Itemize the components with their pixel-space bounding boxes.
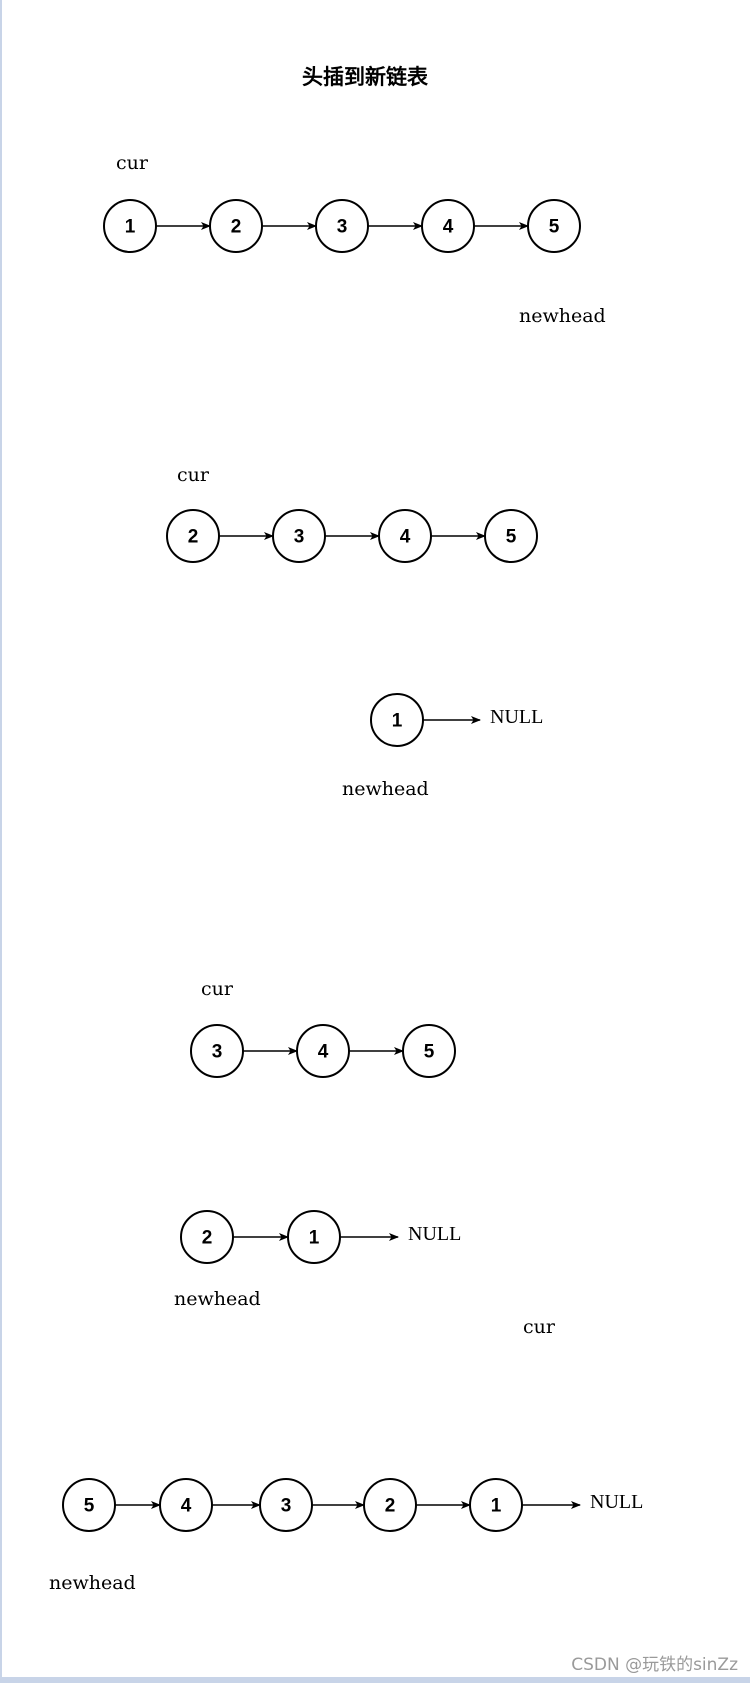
newhead-pointer-label: newhead (174, 1288, 261, 1310)
node-circle (62, 1478, 116, 1532)
list-node: 1 (287, 1210, 341, 1264)
list-node: 5 (402, 1024, 456, 1078)
list-node: 4 (378, 509, 432, 563)
node-circle (166, 509, 220, 563)
node-value: 4 (181, 1496, 192, 1517)
node-circle (363, 1478, 417, 1532)
list-node: 3 (272, 509, 326, 563)
list-node: 2 (166, 509, 220, 563)
node-circle (103, 199, 157, 253)
cur-pointer-label: cur (201, 978, 234, 1000)
node-value: 2 (188, 527, 199, 548)
node-circle (421, 199, 475, 253)
watermark: CSDN @玩铁的sinZz (571, 1655, 738, 1675)
newhead-pointer-label: newhead (49, 1572, 136, 1594)
list-node: 4 (296, 1024, 350, 1078)
list-node: 5 (527, 199, 581, 253)
newhead-pointer-label: newhead (342, 778, 429, 800)
node-value: 3 (294, 527, 305, 548)
cur-pointer-label: cur (177, 464, 210, 486)
list-node: 3 (315, 199, 369, 253)
list-node: 2 (180, 1210, 234, 1264)
list-row-6: NULL 5 4 3 2 1 newhead (49, 1478, 643, 1594)
node-circle (527, 199, 581, 253)
list-node: 3 (259, 1478, 313, 1532)
node-value: 5 (84, 1496, 95, 1517)
node-value: 4 (443, 217, 454, 238)
node-circle (315, 199, 369, 253)
cur-pointer-label: cur (523, 1316, 556, 1338)
node-value: 3 (337, 217, 348, 238)
node-value: 2 (202, 1228, 213, 1249)
list-node: 1 (370, 693, 424, 747)
null-label: NULL (590, 1491, 643, 1513)
node-value: 4 (318, 1042, 329, 1063)
cur-pointer-label: cur (116, 152, 149, 174)
node-value: 2 (231, 217, 242, 238)
node-circle (272, 509, 326, 563)
list-node: 5 (484, 509, 538, 563)
list-node: 2 (363, 1478, 417, 1532)
node-value: 3 (212, 1042, 223, 1063)
node-circle (378, 509, 432, 563)
node-value: 3 (281, 1496, 292, 1517)
node-circle (159, 1478, 213, 1532)
node-value: 4 (400, 527, 411, 548)
list-node: 1 (103, 199, 157, 253)
node-value: 1 (392, 711, 403, 732)
node-circle (287, 1210, 341, 1264)
node-value: 1 (125, 217, 136, 238)
list-node: 3 (190, 1024, 244, 1078)
list-row-4: 3 4 5 cur (190, 978, 456, 1078)
node-circle (469, 1478, 523, 1532)
node-value: 5 (549, 217, 560, 238)
node-value: 5 (506, 527, 517, 548)
list-node: 1 (469, 1478, 523, 1532)
node-circle (190, 1024, 244, 1078)
list-node: 4 (159, 1478, 213, 1532)
list-row-2: 2 3 4 5 cur (166, 464, 538, 563)
node-circle (259, 1478, 313, 1532)
node-circle (370, 693, 424, 747)
node-value: 5 (424, 1042, 435, 1063)
list-node: 5 (62, 1478, 116, 1532)
newhead-pointer-label: newhead (519, 305, 606, 327)
node-value: 1 (309, 1228, 320, 1249)
node-circle (209, 199, 263, 253)
left-edge-line (0, 0, 2, 1683)
list-row-1: 1 2 3 4 5 cur newhead (103, 152, 606, 327)
list-row-3: NULL 1 newhead (342, 693, 543, 800)
node-circle (484, 509, 538, 563)
node-circle (180, 1210, 234, 1264)
node-circle (296, 1024, 350, 1078)
bottom-edge-line (0, 1677, 750, 1683)
null-label: NULL (490, 706, 543, 728)
list-node: 2 (209, 199, 263, 253)
list-node: 4 (421, 199, 475, 253)
node-value: 1 (491, 1496, 502, 1517)
list-row-5: NULL 2 1 newhead cur (174, 1210, 556, 1338)
null-label: NULL (408, 1223, 461, 1245)
node-value: 2 (385, 1496, 396, 1517)
diagram-title: 头插到新链表 (302, 64, 429, 89)
node-circle (402, 1024, 456, 1078)
